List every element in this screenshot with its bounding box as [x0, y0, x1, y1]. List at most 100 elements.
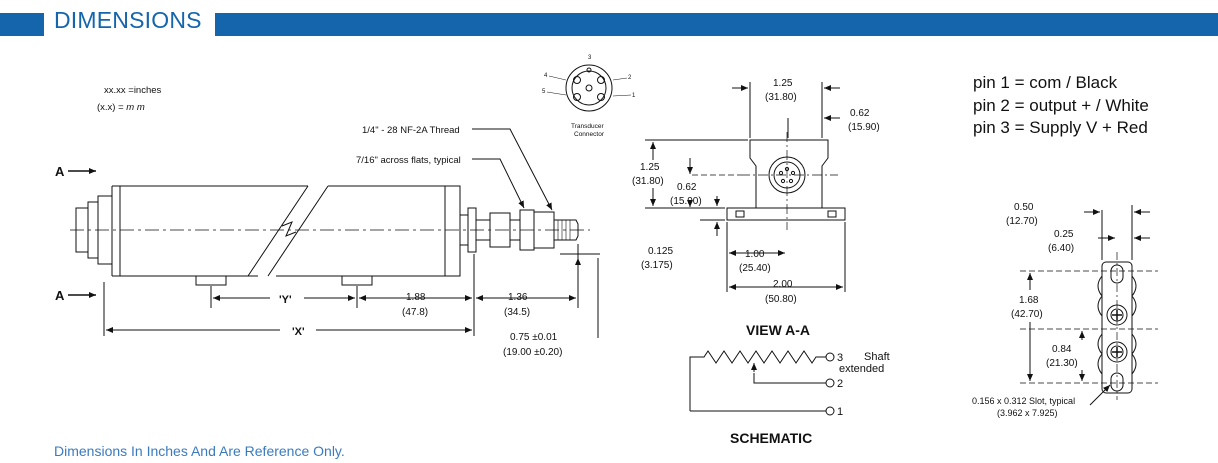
bracket-wave-right-2: [1131, 333, 1137, 375]
view-aa-r062: 0.62: [850, 108, 870, 119]
footer-note: Dimensions In Inches And Are Reference O…: [54, 443, 345, 459]
view-aa-h1590: (15.90): [670, 196, 702, 207]
schematic-extended-label: extended: [839, 363, 884, 375]
schematic-pin-2-label: 2: [837, 378, 843, 390]
section-a-top-label: A: [55, 164, 65, 179]
dim-478-label: (47.8): [402, 307, 428, 318]
break-lines: [247, 185, 329, 277]
thread-label: 1/4" - 28 NF-2A Thread: [362, 125, 460, 136]
dim-075-label: 0.75 ±0.01: [510, 332, 558, 343]
break-zigzag: [281, 221, 297, 237]
connector-pin-label-4: 4: [544, 73, 548, 79]
schematic-resistor: [689, 350, 826, 411]
units-mm: (x.x) = m m: [97, 102, 145, 113]
view-aa-d5080: (50.80): [765, 294, 797, 305]
bracket-view: 0.50 (12.70) 0.25 (6.40) 1.68 (42.70) 0.…: [972, 202, 1158, 418]
schematic-pin-3-label: 3: [837, 352, 843, 364]
mount-foot-left: [195, 275, 227, 286]
y-dim-label: 'Y': [279, 294, 292, 306]
pin-2-label: pin 2 = output + / White: [973, 95, 1149, 115]
schematic-pin-3: [825, 352, 835, 362]
thread-leader: [472, 128, 553, 211]
dim-1900-label: (19.00 ±0.20): [503, 347, 562, 358]
slot-leader: [1089, 384, 1111, 406]
side-view: xx.xx =inches (x.x) = m m A A: [55, 85, 600, 358]
view-aa-r1590: (15.90): [848, 122, 880, 133]
connector-leader-1: [612, 94, 632, 97]
thread-hatch: [557, 220, 571, 240]
schematic-pin-2: [825, 378, 835, 388]
page-title: DIMENSIONS: [54, 7, 202, 33]
connector-leader-5: [546, 91, 567, 96]
view-aa-d2540: (25.40): [739, 263, 771, 274]
bracket-d640: (6.40): [1048, 243, 1074, 254]
view-aa-w3180: (31.80): [765, 92, 797, 103]
schematic-pin-1: [825, 406, 835, 416]
view-aa-pin-b: [790, 170, 796, 176]
view-aa-pin-d: [788, 178, 794, 184]
transducer-connector: 3 2 1 4 5 Transducer Connector: [542, 55, 636, 138]
x-dim-label: 'X': [292, 326, 305, 338]
screw-bottom-icon: [1106, 341, 1128, 363]
section-a-bottom-label: A: [55, 288, 65, 303]
schematic: 3 2 1 Shaft extended SCHEMATIC: [689, 350, 890, 446]
bracket-slot-mm: (3.962 x 7.925): [997, 408, 1058, 418]
view-aa-w125: 1.25: [773, 78, 793, 89]
connector-leader-4: [548, 75, 567, 81]
threaded-shaft: [554, 219, 579, 241]
connector-outer: [565, 64, 613, 112]
connector-pin-label-3: 3: [588, 55, 592, 61]
view-aa-pin-e: [780, 178, 786, 184]
pin-3-label: pin 3 = Supply V + Red: [973, 118, 1148, 137]
dim-136-label: 1.36: [508, 292, 528, 303]
view-aa: 1.25 (31.80) 0.62 (15.90) 1.25 (31.80) 0…: [632, 78, 880, 338]
header-bar-left: [0, 13, 44, 36]
connector-label-2: Connector: [574, 131, 605, 138]
connector-pin-5: [573, 93, 581, 101]
header-bar-right: [215, 13, 1218, 36]
dim-188-label: 1.88: [406, 292, 426, 303]
schematic-title: SCHEMATIC: [730, 430, 812, 446]
bracket-d2130: (21.30): [1046, 358, 1078, 369]
view-aa-pin-c: [778, 170, 784, 176]
connector-pin-label-1: 1: [632, 93, 636, 99]
connector-label-1: Transducer: [571, 123, 604, 130]
connector-leader-2: [612, 77, 628, 81]
view-aa-h3180: (31.80): [632, 176, 664, 187]
schematic-wiper-wire: [753, 373, 826, 384]
flats-label: 7/16" across flats, typical: [356, 155, 461, 166]
connector-pin-label-2: 2: [628, 75, 632, 81]
connector-pin-2: [597, 76, 605, 84]
bracket-wave-left-1: [1097, 275, 1103, 317]
schematic-pin-1-label: 1: [837, 406, 843, 418]
connector-key: [586, 67, 592, 73]
connector-pin-3: [585, 84, 593, 92]
connector-inner: [571, 70, 607, 106]
body-left: [111, 185, 308, 277]
schematic-shaft-label: Shaft: [864, 351, 890, 363]
mount-foot-right: [341, 275, 373, 286]
view-aa-t3175: (3.175): [641, 260, 673, 271]
view-aa-housing: [749, 139, 829, 209]
view-aa-slot-right: [827, 210, 837, 218]
bracket-wave-right-1: [1131, 275, 1137, 317]
nut-3: [533, 211, 555, 249]
view-aa-d100: 1.00: [745, 249, 765, 260]
bracket-d084: 0.84: [1052, 344, 1072, 355]
view-aa-h062: 0.62: [677, 182, 697, 193]
screw-bottom-inner: [1110, 345, 1124, 359]
view-aa-slot-left: [735, 210, 745, 218]
view-aa-t0125: 0.125: [648, 246, 673, 257]
bracket-wave-left-2: [1097, 333, 1103, 375]
bracket-d168: 1.68: [1019, 295, 1039, 306]
view-aa-title: VIEW A-A: [746, 322, 810, 338]
view-aa-h125: 1.25: [640, 162, 660, 173]
bracket-slot-label: 0.156 x 0.312 Slot, typical: [972, 396, 1075, 406]
bracket-d4270: (42.70): [1011, 309, 1043, 320]
bracket-d1270: (12.70): [1006, 216, 1038, 227]
pin-1-label: pin 1 = com / Black: [973, 73, 1118, 92]
pin-legend: pin 1 = com / Black pin 2 = output + / W…: [973, 72, 1149, 140]
connector-pin-label-5: 5: [542, 89, 546, 95]
bracket-d025: 0.25: [1054, 229, 1074, 240]
